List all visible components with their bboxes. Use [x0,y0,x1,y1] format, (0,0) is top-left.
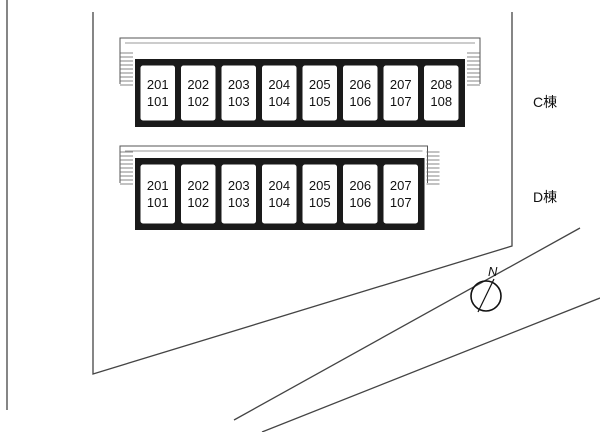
road-line-lower [261,297,600,432]
unit-cell [423,64,460,122]
unit-lower-number: 106 [349,94,372,109]
building-d [119,145,440,230]
unit-lower-number: 105 [308,94,331,109]
unit-upper-number: 201 [146,77,169,92]
unit-lower-number: 107 [389,94,412,109]
unit-cell [139,163,176,225]
unit-lower-number: 101 [146,195,169,210]
unit-upper-number: 207 [389,178,412,193]
unit-cell [261,163,298,225]
unit-upper-number: 202 [187,178,210,193]
unit-cell [301,163,338,225]
unit-upper-number: 204 [268,77,291,92]
unit-upper-number: 203 [227,178,250,193]
unit-upper-number: 204 [268,178,291,193]
unit-upper-number: 205 [308,178,331,193]
unit-lower-number: 101 [146,94,169,109]
unit-cell [220,64,257,122]
unit-lower-number: 106 [349,195,372,210]
unit-cell [180,64,217,122]
building-label: C棟 [533,94,558,110]
unit-cell [180,163,217,225]
stair-right [426,151,440,185]
unit-lower-number: 105 [308,195,331,210]
walkway-outline [119,145,428,183]
unit-lower-number: 104 [268,94,291,109]
unit-lower-number: 104 [268,195,291,210]
unit-upper-number: 206 [349,178,372,193]
unit-upper-number: 205 [308,77,331,92]
unit-upper-number: 207 [389,77,412,92]
building-c [119,37,481,127]
unit-upper-number: 206 [349,77,372,92]
unit-lower-number: 108 [430,94,453,109]
unit-upper-number: 203 [227,77,250,92]
building-label: D棟 [533,189,558,205]
unit-upper-number: 202 [187,77,210,92]
unit-upper-number: 208 [430,77,453,92]
unit-lower-number: 103 [227,195,250,210]
unit-cell [382,64,419,122]
unit-upper-number: 201 [146,178,169,193]
road-line-upper [233,227,581,421]
unit-lower-number: 103 [227,94,250,109]
north-arrow-icon [470,278,502,313]
unit-lower-number: 107 [389,195,412,210]
unit-cell [301,64,338,122]
stair-left [120,52,133,86]
stair-right [467,52,480,86]
unit-cell [342,64,379,122]
unit-cell [139,64,176,122]
unit-lower-number: 102 [187,195,210,210]
property-boundary [92,12,513,375]
unit-cell [261,64,298,122]
compass-label: N [488,264,498,279]
stair-left [120,151,133,185]
unit-cell [382,163,419,225]
unit-cell [220,163,257,225]
unit-cell [342,163,379,225]
unit-lower-number: 102 [187,94,210,109]
